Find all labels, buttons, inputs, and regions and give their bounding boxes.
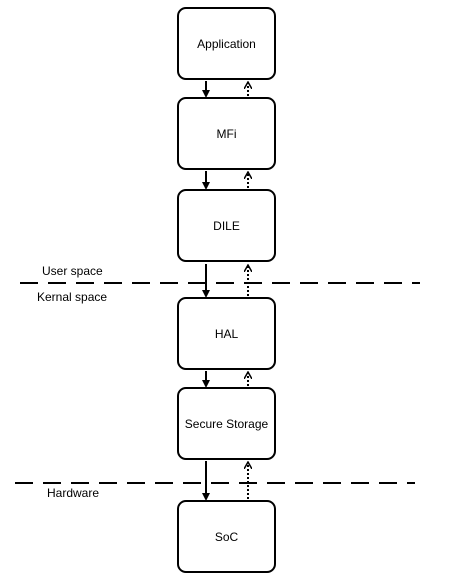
secure-storage-block: Secure Storage [177, 387, 276, 460]
user-space-label: User space [42, 264, 103, 278]
mfi-block: MFi [177, 97, 276, 170]
dile-label: DILE [213, 218, 240, 233]
soc-label: SoC [214, 529, 239, 544]
application-label: Application [197, 36, 256, 51]
hal-block: HAL [177, 297, 276, 370]
soc-block: SoC [177, 500, 276, 573]
hardware-label: Hardware [47, 486, 100, 500]
mfi-label: MFi [216, 126, 237, 141]
hal-label: HAL [214, 326, 239, 341]
secure-storage-label: Secure Storage [184, 416, 269, 431]
application-block: Application [177, 7, 276, 80]
kernel-space-label: Kernal space [37, 290, 108, 304]
dile-block: DILE [177, 189, 276, 262]
